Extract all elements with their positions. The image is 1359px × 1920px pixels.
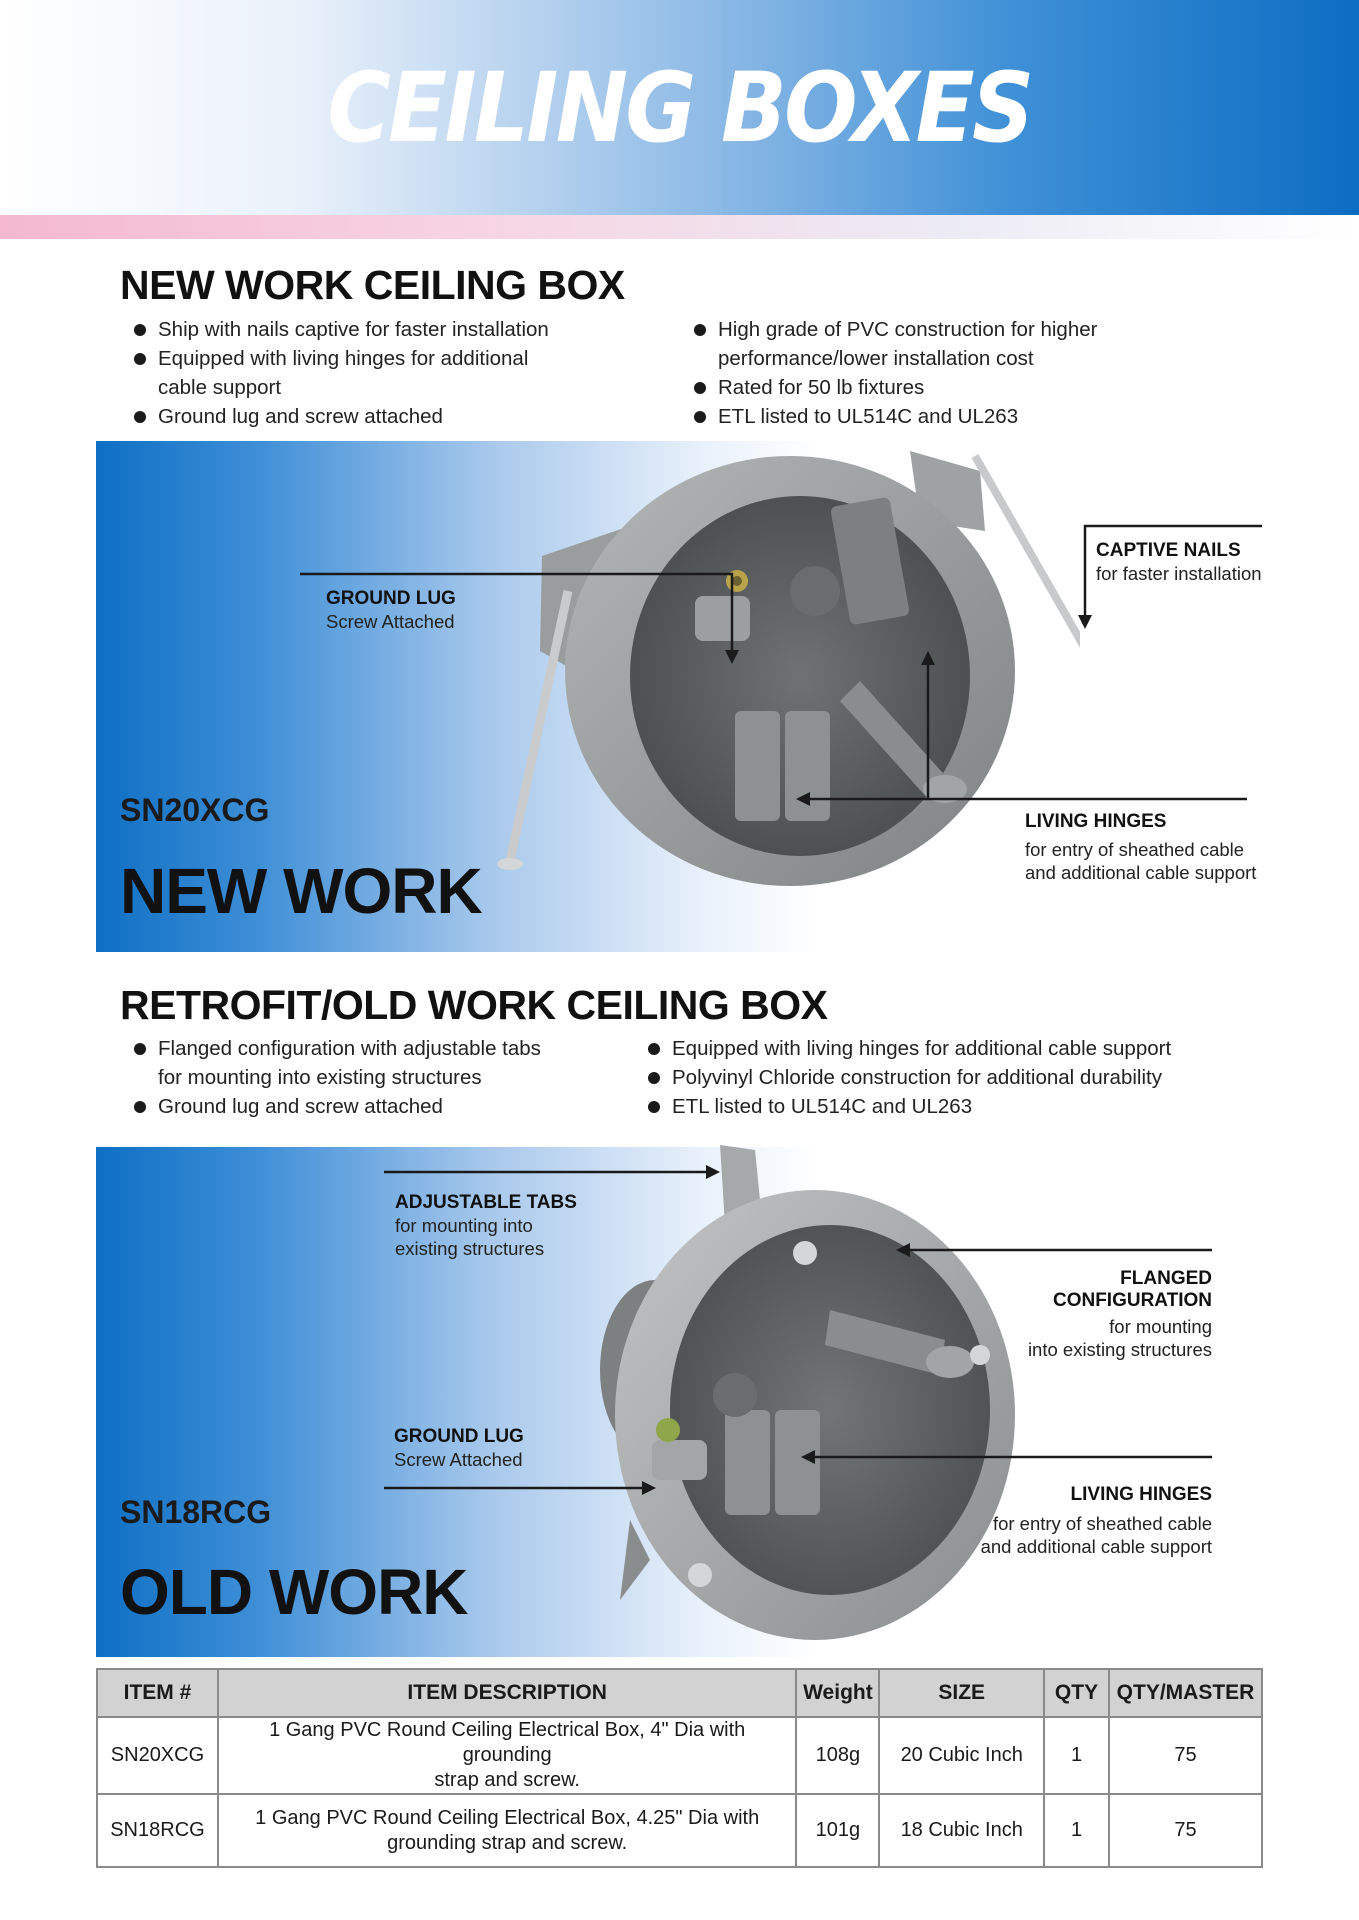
new-work-label: NEW WORK (120, 855, 483, 927)
flanged-configuration-callout: FLANGED CONFIGURATION for mounting into … (1027, 1268, 1212, 1360)
column-header: QTY (1043, 1668, 1110, 1718)
accent-stripe (0, 215, 1359, 239)
bullet-item: ETL listed to UL514C and UL263 (642, 1092, 1262, 1121)
bullet-item: Ground lug and screw attached (128, 1092, 648, 1121)
old-work-label: OLD WORK (120, 1556, 468, 1628)
bullet-item: Polyvinyl Chloride construction for addi… (642, 1063, 1262, 1092)
ground-lug-callout: GROUND LUG Screw Attached (326, 588, 456, 632)
column-header: SIZE (878, 1668, 1046, 1718)
old-work-section-title: RETROFIT/OLD WORK CEILING BOX (120, 982, 828, 1028)
table-cell: 108g (795, 1716, 881, 1795)
column-header: ITEM DESCRIPTION (216, 1668, 798, 1718)
table-row: SN20XCG 1 Gang PVC Round Ceiling Electri… (96, 1716, 1264, 1795)
new-work-bullets-right: High grade of PVC construction for highe… (688, 315, 1248, 431)
table-cell: 1 (1043, 1716, 1110, 1795)
table-cell: 1 Gang PVC Round Ceiling Electrical Box,… (216, 1793, 798, 1868)
bullet-item: Flanged configuration with adjustable ta… (128, 1034, 648, 1092)
bullet-item: High grade of PVC construction for highe… (688, 315, 1248, 373)
bullet-item: Ship with nails captive for faster insta… (128, 315, 648, 344)
old-work-model-number: SN18RCG (120, 1494, 272, 1530)
bullet-item: Equipped with living hinges for addition… (128, 344, 648, 402)
bullet-item: Equipped with living hinges for addition… (642, 1034, 1262, 1063)
table-cell: 20 Cubic Inch (878, 1716, 1046, 1795)
bullet-item: Ground lug and screw attached (128, 402, 648, 431)
table-cell: 1 (1043, 1793, 1110, 1868)
old-work-bullets-right: Equipped with living hinges for addition… (642, 1034, 1262, 1121)
new-work-model-number: SN20XCG (120, 792, 270, 828)
table-cell: 75 (1107, 1793, 1264, 1868)
old-work-bullets-left: Flanged configuration with adjustable ta… (128, 1034, 648, 1121)
table-cell: SN20XCG (96, 1716, 219, 1795)
table-cell: 1 Gang PVC Round Ceiling Electrical Box,… (216, 1716, 798, 1795)
new-work-bullets-left: Ship with nails captive for faster insta… (128, 315, 648, 431)
bullet-item: ETL listed to UL514C and UL263 (688, 402, 1248, 431)
new-work-section-title: NEW WORK CEILING BOX (120, 262, 625, 308)
living-hinges-callout: LIVING HINGES for entry of sheathed cabl… (1025, 811, 1257, 883)
spec-table: ITEM # ITEM DESCRIPTION Weight SIZE QTY … (96, 1668, 1264, 1868)
captive-nails-callout: CAPTIVE NAILS for faster installation (1096, 540, 1262, 584)
table-cell: 75 (1107, 1716, 1264, 1795)
column-header: Weight (795, 1668, 881, 1718)
table-row: SN18RCG 1 Gang PVC Round Ceiling Electri… (96, 1793, 1264, 1868)
bullet-item: Rated for 50 lb fixtures (688, 373, 1248, 402)
table-header-row: ITEM # ITEM DESCRIPTION Weight SIZE QTY … (96, 1668, 1264, 1718)
adjustable-tabs-callout: ADJUSTABLE TABS for mounting into existi… (395, 1192, 577, 1259)
living-hinges-callout: LIVING HINGES for entry of sheathed cabl… (980, 1484, 1212, 1557)
old-work-ceiling-box-image (600, 1145, 1015, 1640)
new-work-callout-lines (300, 524, 1262, 806)
column-header: QTY/MASTER (1107, 1668, 1264, 1718)
column-header: ITEM # (96, 1668, 219, 1718)
header-banner (0, 0, 1359, 215)
table-cell: SN18RCG (96, 1793, 219, 1868)
ground-lug-callout: GROUND LUG Screw Attached (394, 1426, 524, 1470)
new-work-ceiling-box-image (497, 451, 1080, 886)
old-work-callout-lines (384, 1165, 1212, 1495)
table-cell: 18 Cubic Inch (878, 1793, 1046, 1868)
table-cell: 101g (795, 1793, 881, 1868)
page-title: CEILING BOXES (327, 52, 1034, 164)
